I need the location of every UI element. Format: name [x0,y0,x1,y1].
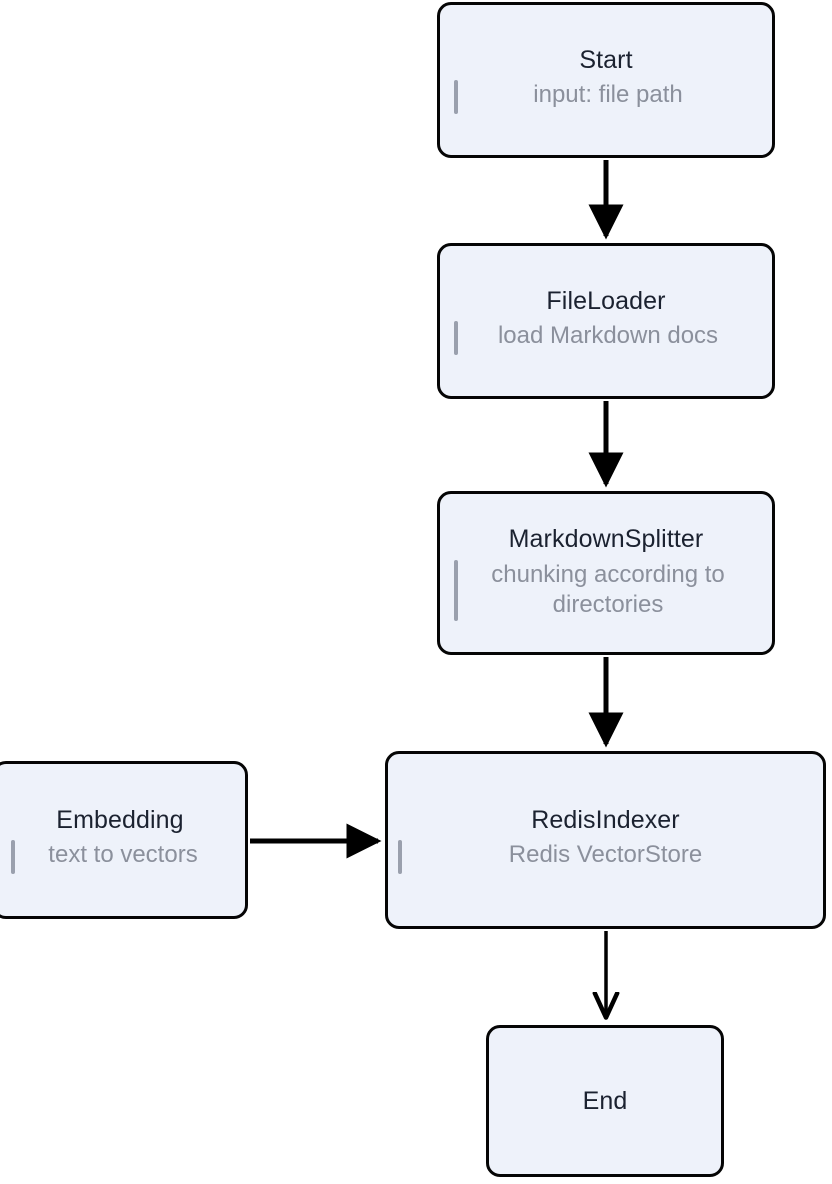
node-embedding[interactable]: Embedding text to vectors [0,761,248,919]
accent-bar-icon [398,840,402,875]
node-redisindexer[interactable]: RedisIndexer Redis VectorStore [385,751,826,929]
node-fileloader[interactable]: FileLoader load Markdown docs [437,243,775,399]
node-start-subtitle: input: file path [533,81,683,109]
node-markdownsplitter[interactable]: MarkdownSplitter chunking according to d… [437,491,775,655]
node-embedding-subtitle: text to vectors [48,841,198,869]
accent-bar-icon [454,321,458,356]
node-redisindexer-subtitle-row: Redis VectorStore [388,834,823,875]
node-markdownsplitter-subtitle-row: chunking according to directories [440,554,772,622]
node-embedding-title: Embedding [56,805,184,834]
node-fileloader-subtitle-row: load Markdown docs [440,315,772,356]
node-markdownsplitter-title: MarkdownSplitter [508,524,704,553]
node-fileloader-subtitle: load Markdown docs [497,322,719,350]
node-redisindexer-subtitle: Redis VectorStore [508,841,703,869]
node-end-title: End [582,1086,628,1115]
node-embedding-subtitle-row: text to vectors [0,834,245,875]
node-markdownsplitter-subtitle: chunking according to directories [491,560,725,619]
accent-bar-icon [454,559,458,622]
accent-bar-icon [11,840,15,875]
node-fileloader-title: FileLoader [546,286,666,315]
node-end[interactable]: End [486,1025,724,1177]
node-start-subtitle-row: input: file path [440,74,772,115]
node-start-title: Start [579,45,633,74]
node-redisindexer-title: RedisIndexer [531,805,680,834]
node-start[interactable]: Start input: file path [437,2,775,158]
accent-bar-icon [454,80,458,115]
